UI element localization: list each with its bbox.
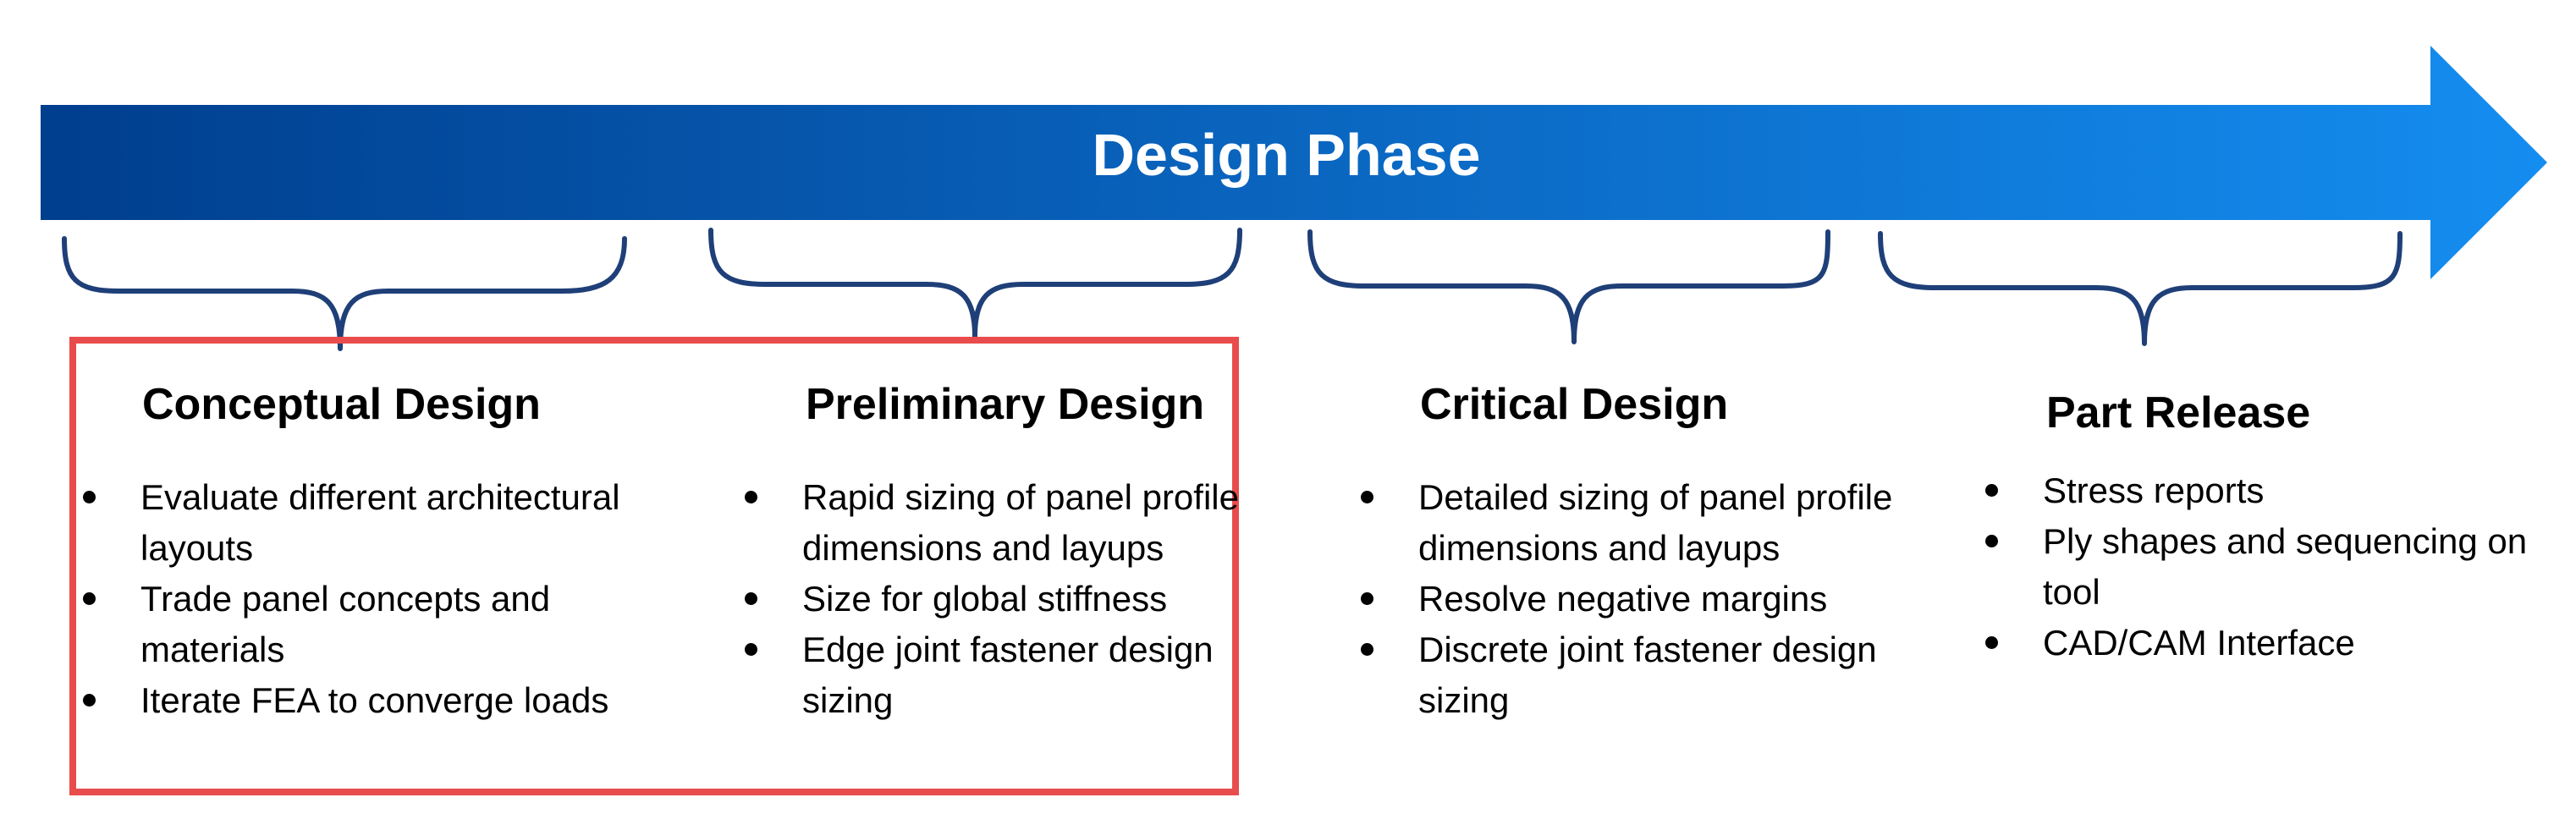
stage-title: Conceptual Design xyxy=(142,380,541,429)
bullet-list: Stress reports Ply shapes and sequencing… xyxy=(1985,465,2535,668)
bullet-item: Edge joint fastener design sizing xyxy=(745,624,1269,726)
stage-preliminary-design: Preliminary Design Rapid sizing of panel… xyxy=(745,377,1269,726)
stage-part-release: Part Release Stress reports Ply shapes a… xyxy=(1985,386,2535,668)
bullet-item: Size for global stiffness xyxy=(745,574,1269,624)
bullet-list: Detailed sizing of panel profile dimensi… xyxy=(1361,472,1953,726)
bullet-item: Discrete joint fastener design sizing xyxy=(1361,624,1953,726)
stage-conceptual-design: Conceptual Design Evaluate different arc… xyxy=(83,377,692,726)
highlight-box xyxy=(69,337,1239,795)
bullet-item: Rapid sizing of panel profile dimensions… xyxy=(745,472,1269,574)
bullet-list: Rapid sizing of panel profile dimensions… xyxy=(745,472,1269,726)
brace-part-release xyxy=(1878,231,2403,346)
bullet-item: Iterate FEA to converge loads xyxy=(83,675,692,726)
stage-title: Preliminary Design xyxy=(806,380,1205,429)
bullet-item: Stress reports xyxy=(1985,465,2535,516)
brace-preliminary-design xyxy=(708,228,1242,339)
bullet-item: Evaluate different architectural layouts xyxy=(83,472,692,574)
bullet-item: Resolve negative margins xyxy=(1361,574,1953,624)
stage-title: Part Release xyxy=(2046,388,2311,437)
bullet-item: Detailed sizing of panel profile dimensi… xyxy=(1361,472,1953,574)
design-phase-title: Design Phase xyxy=(1092,122,1481,188)
stage-title: Critical Design xyxy=(1420,380,1729,429)
bullet-item: CAD/CAM Interface xyxy=(1985,618,2535,668)
brace-conceptual-design xyxy=(62,236,627,351)
brace-critical-design xyxy=(1307,229,1830,344)
stage-critical-design: Critical Design Detailed sizing of panel… xyxy=(1361,377,1953,726)
stage-braces xyxy=(62,228,2403,351)
design-phase-arrow xyxy=(41,46,2547,279)
bullet-item: Ply shapes and sequencing on tool xyxy=(1985,516,2535,618)
bullet-item: Trade panel concepts and materials xyxy=(83,574,692,675)
bullet-list: Evaluate different architectural layouts… xyxy=(83,472,692,726)
